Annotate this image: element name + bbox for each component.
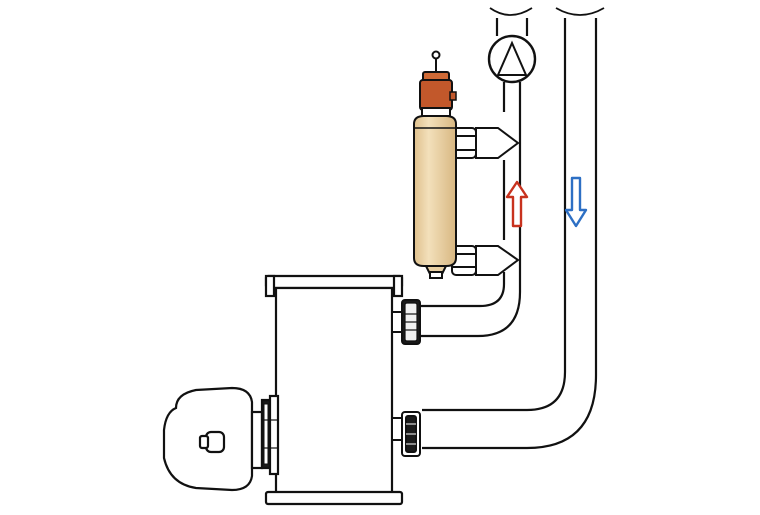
vent-valve-knob	[431, 50, 441, 60]
arrow-down-icon	[564, 176, 588, 228]
hydraulic-separator	[413, 50, 457, 279]
boiler	[264, 274, 404, 506]
boiler-flow-union	[391, 299, 421, 345]
lower-separator-fitting	[451, 245, 520, 276]
burner	[162, 386, 280, 492]
flow-pipe	[418, 7, 533, 338]
boiler-bottom-flange	[264, 490, 404, 506]
circulation-pump	[487, 34, 537, 84]
return-pipe	[422, 7, 605, 450]
boiler-shell	[274, 286, 394, 496]
upper-separator-fitting	[451, 127, 520, 159]
separator-body	[413, 115, 457, 267]
boiler-return-union	[391, 411, 421, 457]
boiler-top-flange	[264, 274, 404, 290]
arrow-up-icon	[505, 180, 529, 228]
